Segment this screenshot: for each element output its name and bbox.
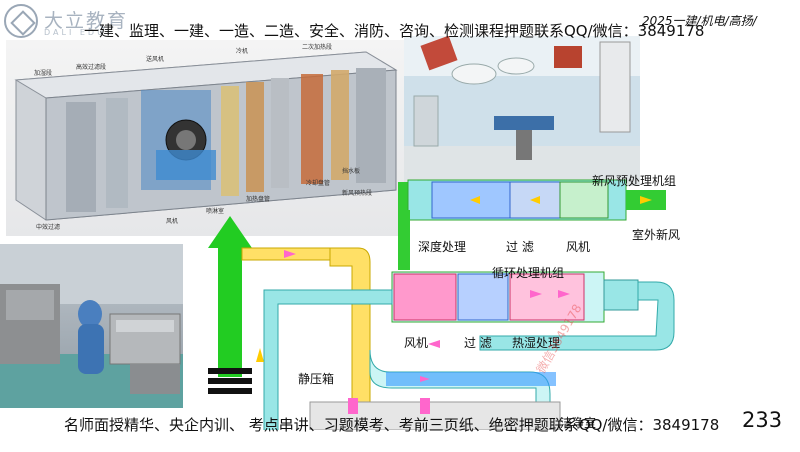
- page-number: 233: [742, 408, 783, 432]
- ahu-label: 冷却盘管: [306, 180, 331, 187]
- footer-promo-banner: 名师面授精华、央企内训、 考点串讲、习题模考、考前三页纸、绝密押题联系QQ/微信…: [64, 416, 720, 434]
- logo-mark-icon: [4, 4, 38, 38]
- header-course-banner: 一建、监理、一建、一造、二造、安全、消防、咨询、检测课程押题联系QQ/微信：38…: [84, 22, 705, 40]
- clean-air-system-diagram: 新风预处理机组 深度处理 过 滤 风机 室外新风 循环处理机组 风机 过 滤 热…: [180, 172, 700, 433]
- ahu-label: 喷淋室: [206, 208, 225, 215]
- logo-name-en: DALI EDU: [44, 28, 106, 37]
- ahu-label: 送风机: [146, 56, 165, 63]
- ahu-label: 二次加热段: [302, 44, 333, 51]
- ahu-label: 新风预热段: [342, 190, 373, 197]
- ahu-label: 挡水板: [342, 168, 361, 175]
- label-outdoor-air: 室外新风: [632, 228, 681, 242]
- label-recirc-unit: 循环处理机组: [492, 266, 565, 280]
- ahu-label: 加热盘管: [246, 196, 271, 203]
- ahu-label: 加湿段: [34, 70, 53, 77]
- supply-arrow-head: [208, 216, 252, 248]
- clean-room-illustration: [0, 244, 183, 408]
- supply-arrow-shaft: [218, 242, 242, 377]
- label-filter-bottom: 过 滤: [464, 336, 492, 350]
- ahu-label: 风机: [166, 218, 179, 225]
- logo: 大立教育 DALI EDU: [4, 4, 154, 44]
- ahu-label: 冷机: [236, 48, 249, 55]
- label-filter-top: 过 滤: [506, 240, 534, 254]
- ahu-cutaway-image: 加湿段 高效过滤段 送风机 冷机 二次加热段 中效过滤 风机 冷却盘管 加热盘管…: [6, 40, 404, 236]
- label-static-box: 静压箱: [298, 372, 335, 386]
- label-heat-humid: 热湿处理: [512, 336, 561, 350]
- label-fan-bottom: 风机: [404, 336, 429, 350]
- ahu-label: 中效过滤: [36, 224, 61, 231]
- label-clean-room: 洁净室: [560, 416, 597, 430]
- operating-room-image: [404, 36, 640, 186]
- label-deep-treatment: 深度处理: [418, 240, 467, 254]
- operating-room-illustration: [404, 36, 640, 186]
- clean-room-image: [0, 244, 183, 408]
- air-flow-schematic: [208, 179, 675, 433]
- header-tag: 2025一建/机电/高扬/: [642, 14, 757, 28]
- ahu-label: 高效过滤段: [76, 64, 107, 71]
- ahu-cutaway-illustration: [14, 51, 398, 221]
- label-fresh-air-unit: 新风预处理机组: [592, 174, 677, 188]
- logo-name-cn: 大立教育: [44, 10, 129, 32]
- label-fan-top: 风机: [566, 240, 591, 254]
